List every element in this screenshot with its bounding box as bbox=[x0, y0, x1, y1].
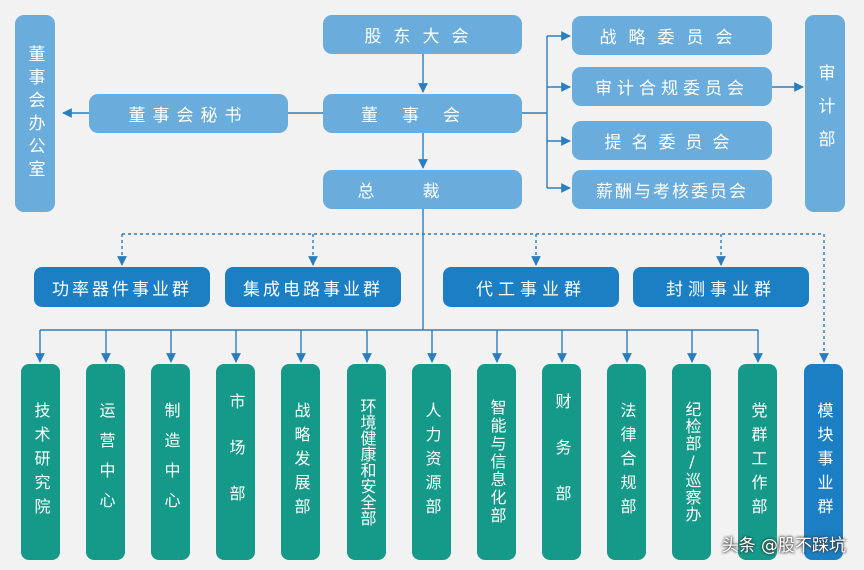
integrated-circuit-group-box: 集成电路事业群 bbox=[225, 267, 401, 307]
module-group-box: 模块事业群 bbox=[804, 364, 843, 560]
board-secretary-box: 董事会秘书 bbox=[89, 94, 288, 133]
audit-compliance-committee-box: 审计合规委员会 bbox=[572, 67, 772, 106]
dept-box-operations-center: 运营中心 bbox=[86, 364, 125, 560]
dept-box-research-institute: 技术研究院 bbox=[21, 364, 60, 560]
strategy-committee-label: 战略委员会 bbox=[599, 28, 745, 48]
dept-label: 市场部 bbox=[226, 393, 246, 531]
board-office-label: 董事会办公室 bbox=[24, 44, 45, 183]
dept-box-strategic-development: 战略发展部 bbox=[281, 364, 320, 560]
board-of-directors-label: 董事会 bbox=[361, 106, 484, 126]
dept-box-human-resources: 人力资源部 bbox=[412, 364, 451, 560]
packaging-testing-group-label: 封测事业群 bbox=[666, 279, 776, 300]
dept-box-marketing: 市场部 bbox=[216, 364, 255, 560]
board-secretary-label: 董事会秘书 bbox=[128, 106, 249, 126]
dept-label: 技术研究院 bbox=[31, 402, 51, 522]
dept-label: 法律合规部 bbox=[617, 402, 637, 522]
dept-label: 制造中心 bbox=[161, 402, 181, 522]
dept-label: 战略发展部 bbox=[291, 402, 311, 522]
remuneration-committee-box: 薪酬与考核委员会 bbox=[572, 170, 772, 209]
audit-department-box: 审计部 bbox=[805, 15, 845, 212]
dept-box-finance: 财务部 bbox=[542, 364, 581, 560]
dept-box-intelligence-it: 智能与信息化部 bbox=[477, 364, 516, 560]
shareholders-meeting-label: 股东大会 bbox=[364, 27, 481, 47]
dept-box-legal-compliance: 法律合规部 bbox=[607, 364, 646, 560]
watermark: 头条 @股不踩坑 bbox=[721, 536, 846, 556]
dept-label: 运营中心 bbox=[96, 402, 116, 522]
dept-box-discipline-inspection: 纪检部/巡察办 bbox=[672, 364, 711, 560]
dept-label: 财务部 bbox=[552, 393, 572, 531]
dept-label: 党群工作部 bbox=[748, 402, 768, 522]
dept-label: 智能与信息化部 bbox=[487, 399, 507, 525]
board-office-box: 董事会办公室 bbox=[15, 15, 55, 212]
foundry-group-label: 代工事业群 bbox=[476, 279, 586, 300]
dept-box-manufacturing-center: 制造中心 bbox=[151, 364, 190, 560]
dept-box-party-affairs: 党群工作部 bbox=[738, 364, 777, 560]
dept-box-ehs: 环境健康和安全部 bbox=[347, 364, 386, 560]
power-device-group-box: 功率器件事业群 bbox=[34, 267, 210, 307]
board-of-directors-box: 董事会 bbox=[323, 94, 522, 133]
strategy-committee-box: 战略委员会 bbox=[572, 16, 772, 55]
shareholders-meeting-box: 股东大会 bbox=[323, 15, 522, 54]
packaging-testing-group-box: 封测事业群 bbox=[633, 267, 809, 307]
president-label: 总裁 bbox=[357, 182, 488, 202]
audit-department-label: 审计部 bbox=[814, 64, 835, 163]
dept-label: 环境健康和安全部 bbox=[357, 398, 377, 526]
nomination-committee-box: 提名委员会 bbox=[572, 121, 772, 160]
nomination-committee-label: 提名委员会 bbox=[604, 133, 740, 153]
integrated-circuit-group-label: 集成电路事业群 bbox=[243, 279, 383, 300]
dept-label: 人力资源部 bbox=[422, 402, 442, 522]
foundry-group-box: 代工事业群 bbox=[443, 267, 619, 307]
module-group-label: 模块事业群 bbox=[814, 402, 834, 522]
president-box: 总裁 bbox=[323, 170, 522, 209]
audit-compliance-committee-label: 审计合规委员会 bbox=[595, 79, 749, 99]
dept-label: 纪检部/巡察办 bbox=[682, 401, 702, 523]
remuneration-committee-label: 薪酬与考核委员会 bbox=[596, 182, 748, 202]
power-device-group-label: 功率器件事业群 bbox=[52, 279, 192, 300]
